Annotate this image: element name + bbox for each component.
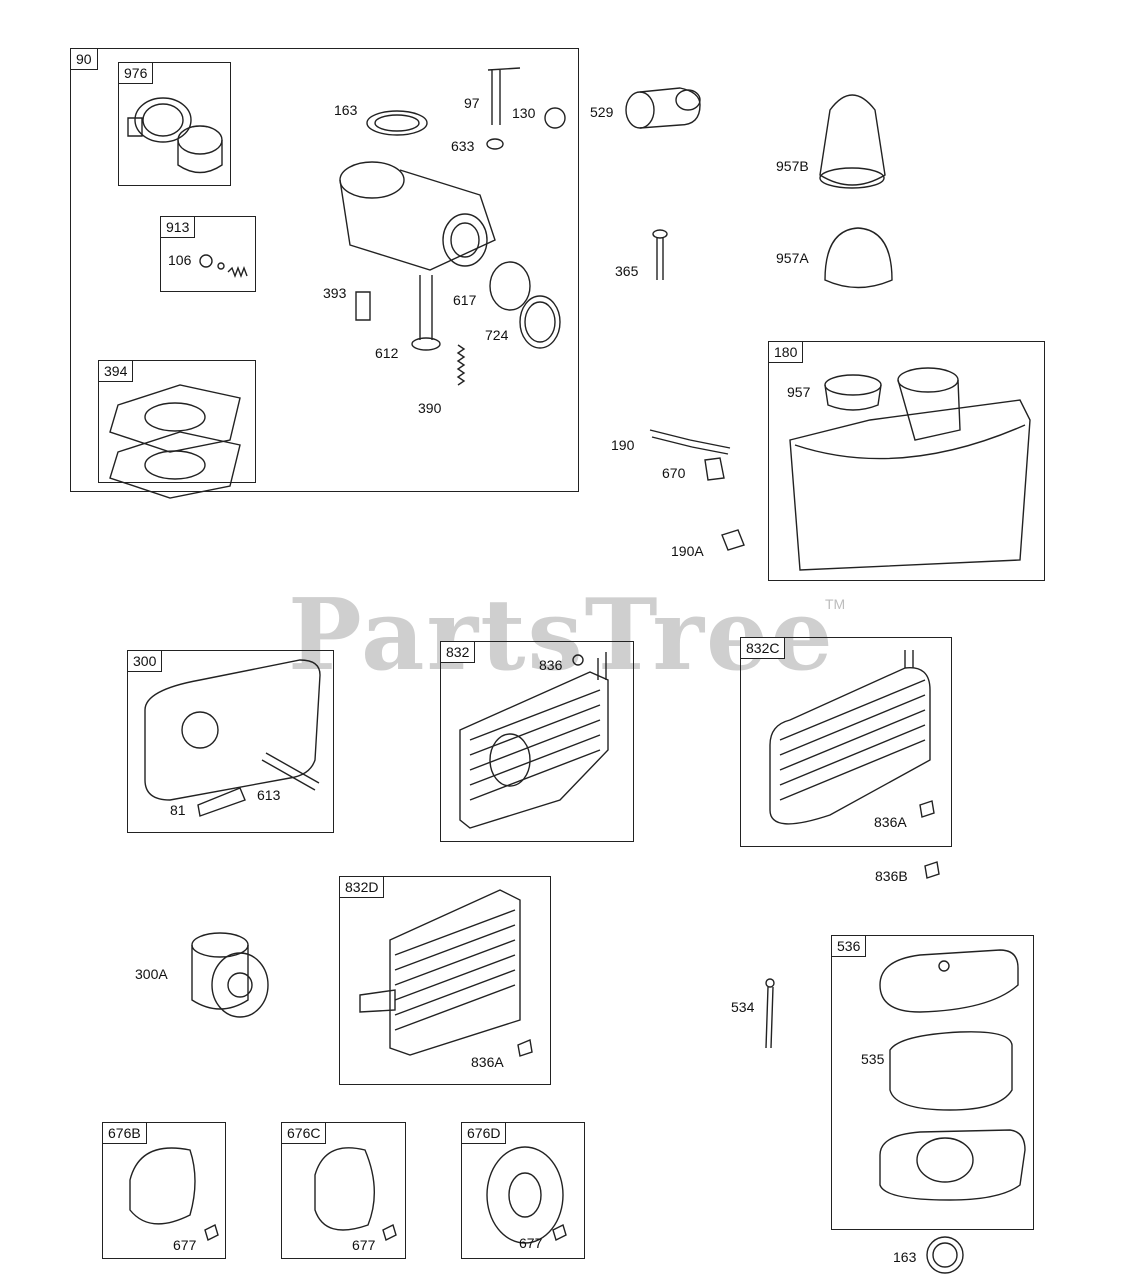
callout-130[interactable]: 130 [512, 105, 536, 121]
assembly-box-300: 300 [127, 650, 334, 833]
part-957a-cap [825, 228, 892, 288]
callout-617[interactable]: 617 [453, 292, 477, 308]
assembly-tag-676d: 676D [462, 1123, 507, 1144]
assembly-tag-676b: 676B [103, 1123, 147, 1144]
callout-957[interactable]: 957 [787, 384, 811, 400]
part-394-gaskets [110, 385, 240, 498]
watermark: PartsTree [288, 578, 835, 693]
callout-190[interactable]: 190 [611, 437, 635, 453]
assembly-tag-832: 832 [441, 642, 476, 663]
assembly-tag-832d: 832D [340, 877, 385, 898]
part-676b-plate [130, 1148, 218, 1240]
callout-300a[interactable]: 300A [135, 966, 168, 982]
assembly-tag-913: 913 [161, 217, 196, 238]
callout-836b[interactable]: 836B [875, 868, 908, 884]
part-832-guard [460, 652, 608, 828]
callout-365[interactable]: 365 [615, 263, 639, 279]
callout-836[interactable]: 836 [539, 657, 563, 673]
callout-836a-832d[interactable]: 836A [471, 1054, 504, 1070]
assembly-box-676d: 676D [461, 1122, 585, 1259]
part-676c-plate [315, 1148, 396, 1240]
callout-613[interactable]: 613 [257, 787, 281, 803]
part-832d-cage [360, 890, 532, 1056]
assembly-box-394: 394 [98, 360, 256, 483]
callout-97[interactable]: 97 [464, 95, 480, 111]
part-300-muffler [145, 660, 320, 816]
callout-106[interactable]: 106 [168, 252, 192, 268]
assembly-box-676b: 676B [102, 1122, 226, 1259]
callout-534[interactable]: 534 [731, 999, 755, 1015]
part-957b-cap [820, 95, 885, 188]
assembly-box-676c: 676C [281, 1122, 406, 1259]
part-180-tank [790, 368, 1030, 570]
watermark-trademark: TM [825, 596, 846, 612]
part-832c-cage [770, 650, 939, 878]
callout-612[interactable]: 612 [375, 345, 399, 361]
callout-677-676c[interactable]: 677 [352, 1237, 376, 1253]
assembly-tag-976: 976 [119, 63, 154, 84]
callout-163-bottom[interactable]: 163 [893, 1249, 917, 1265]
callout-390[interactable]: 390 [418, 400, 442, 416]
assembly-tag-536: 536 [832, 936, 867, 957]
assembly-box-832d: 832D [339, 876, 551, 1085]
part-300a-muffler [192, 933, 268, 1017]
part-190-bolt [650, 430, 744, 550]
assembly-tag-300: 300 [128, 651, 163, 672]
callout-535[interactable]: 535 [861, 1051, 885, 1067]
callout-670[interactable]: 670 [662, 465, 686, 481]
callout-633[interactable]: 633 [451, 138, 475, 154]
assembly-box-180: 180 [768, 341, 1045, 581]
assembly-tag-394: 394 [99, 361, 134, 382]
part-976-drawing [128, 98, 222, 173]
callout-677-676d[interactable]: 677 [519, 1235, 543, 1251]
assembly-box-832: 832 [440, 641, 634, 842]
part-536-air-filter [880, 950, 1025, 1273]
callout-957a[interactable]: 957A [776, 250, 809, 266]
assembly-tag-832c: 832C [741, 638, 786, 659]
assembly-tag-180: 180 [769, 342, 804, 363]
callout-957b[interactable]: 957B [776, 158, 809, 174]
part-529-elbow [626, 88, 700, 128]
callout-529[interactable]: 529 [590, 104, 614, 120]
callout-190a[interactable]: 190A [671, 543, 704, 559]
assembly-tag-676c: 676C [282, 1123, 327, 1144]
callout-163[interactable]: 163 [334, 102, 358, 118]
assembly-box-832c: 832C [740, 637, 952, 847]
part-913-drawing [200, 255, 247, 276]
callout-393[interactable]: 393 [323, 285, 347, 301]
assembly-tag-90: 90 [71, 49, 98, 70]
callout-836a-832c[interactable]: 836A [874, 814, 907, 830]
assembly-box-913: 913 [160, 216, 256, 292]
part-365-screw [653, 230, 667, 280]
callout-81[interactable]: 81 [170, 802, 186, 818]
part-676d-plate [487, 1147, 566, 1243]
assembly-box-536: 536 [831, 935, 1034, 1230]
assembly-box-90: 90 [70, 48, 579, 492]
callout-724[interactable]: 724 [485, 327, 509, 343]
callout-677-676b[interactable]: 677 [173, 1237, 197, 1253]
assembly-box-976: 976 [118, 62, 231, 186]
part-534-bolt [766, 979, 774, 1048]
carburetor-drawing [340, 68, 565, 385]
